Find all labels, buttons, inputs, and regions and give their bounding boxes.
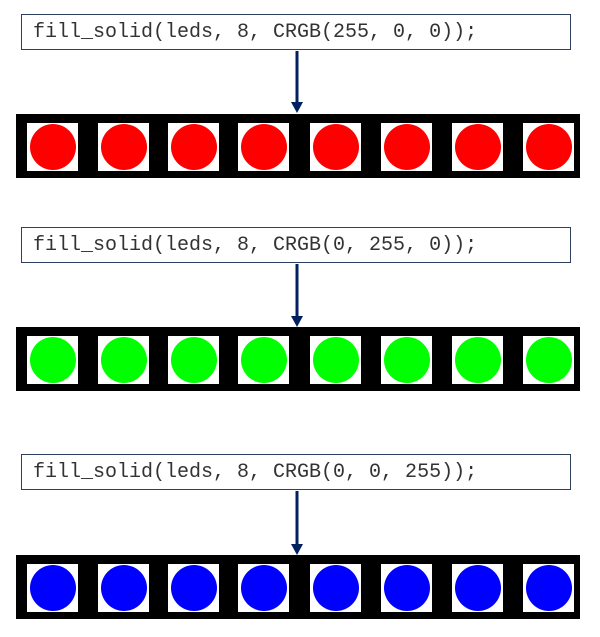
led-cell xyxy=(238,564,289,612)
led-light xyxy=(170,565,217,611)
led-light xyxy=(312,124,359,170)
led-cell xyxy=(168,336,219,384)
led-light xyxy=(240,565,287,611)
code-box: fill_solid(leds, 8, CRGB(0, 255, 0)); xyxy=(21,227,571,263)
led-light xyxy=(525,565,572,611)
led-light xyxy=(100,337,147,383)
led-cell xyxy=(381,123,432,171)
led-strip xyxy=(16,327,580,391)
led-strip xyxy=(16,555,580,619)
led-light xyxy=(100,565,147,611)
arrow-head xyxy=(291,544,303,555)
led-light xyxy=(240,337,287,383)
arrow-head xyxy=(291,316,303,327)
led-cell xyxy=(168,564,219,612)
led-cell xyxy=(168,123,219,171)
led-cell xyxy=(310,564,361,612)
down-arrow-icon xyxy=(291,264,303,327)
led-cell xyxy=(523,564,574,612)
led-light xyxy=(525,124,572,170)
led-light xyxy=(29,124,76,170)
down-arrow-icon xyxy=(291,51,303,113)
led-cell xyxy=(27,123,78,171)
led-light xyxy=(240,124,287,170)
led-light xyxy=(383,124,430,170)
led-strip xyxy=(16,114,580,178)
led-cell xyxy=(381,336,432,384)
led-cell xyxy=(98,123,149,171)
led-cell xyxy=(238,336,289,384)
led-light xyxy=(29,565,76,611)
led-light xyxy=(29,337,76,383)
led-light xyxy=(383,565,430,611)
led-cell xyxy=(27,336,78,384)
down-arrow-icon xyxy=(291,491,303,555)
led-cell xyxy=(381,564,432,612)
arrow-head xyxy=(291,102,303,113)
led-light xyxy=(170,337,217,383)
led-cell xyxy=(452,564,503,612)
led-cell xyxy=(27,564,78,612)
led-light xyxy=(312,565,359,611)
code-box: fill_solid(leds, 8, CRGB(255, 0, 0)); xyxy=(21,14,571,50)
led-cell xyxy=(310,123,361,171)
led-light xyxy=(454,337,501,383)
led-cell xyxy=(523,123,574,171)
led-cell xyxy=(452,123,503,171)
led-light xyxy=(170,124,217,170)
led-cell xyxy=(98,336,149,384)
led-light xyxy=(383,337,430,383)
led-light xyxy=(454,565,501,611)
code-box: fill_solid(leds, 8, CRGB(0, 0, 255)); xyxy=(21,454,571,490)
led-light xyxy=(312,337,359,383)
led-cell xyxy=(238,123,289,171)
led-cell xyxy=(523,336,574,384)
led-light xyxy=(525,337,572,383)
led-light xyxy=(100,124,147,170)
led-cell xyxy=(310,336,361,384)
led-light xyxy=(454,124,501,170)
led-cell xyxy=(452,336,503,384)
led-cell xyxy=(98,564,149,612)
